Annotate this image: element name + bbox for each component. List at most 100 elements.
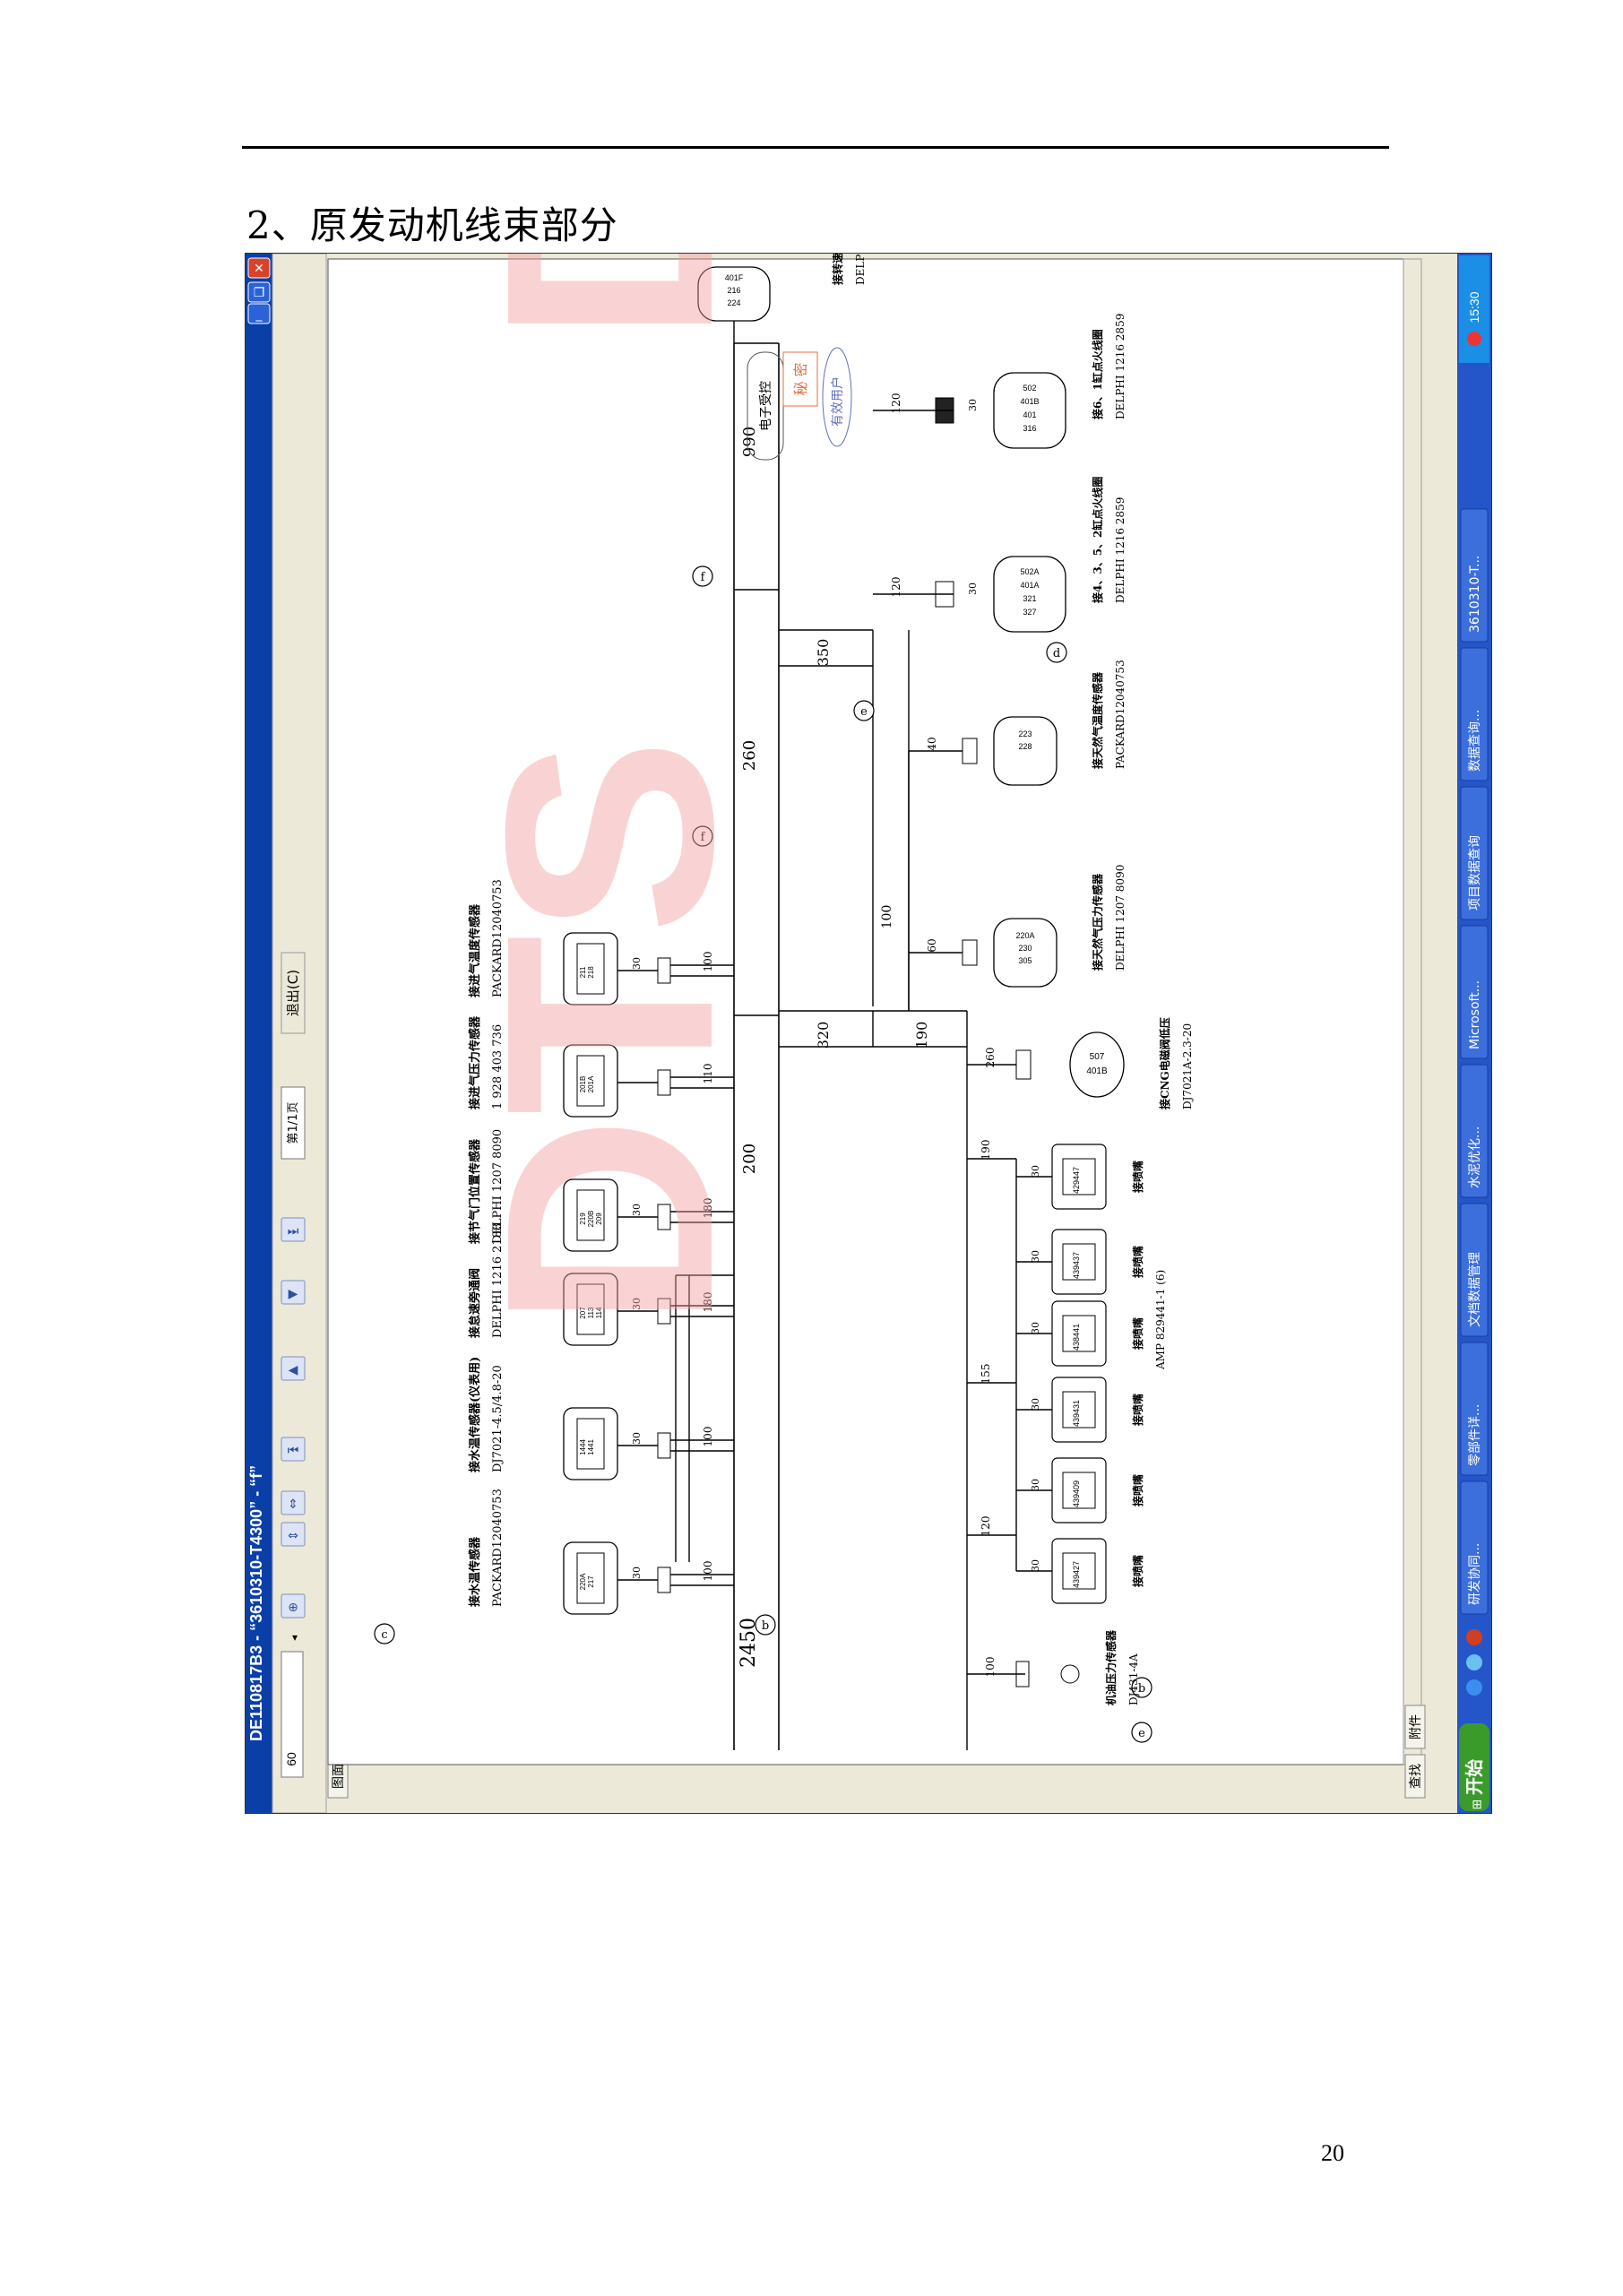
connector-desc: 接喷嘴 [1131, 1474, 1144, 1506]
prev-page-icon-button[interactable] [281, 1356, 306, 1381]
connector-pin-block [1062, 1472, 1096, 1509]
screenshot-frame: DE110817B3 - “3610310-T4300” - “f”✕❐_60▾… [245, 253, 1492, 1814]
zoom-value: 60 [284, 1752, 298, 1766]
connector-pin: 429447 [1072, 1167, 1081, 1194]
connector-body[interactable] [993, 556, 1066, 633]
connector-desc: 接喷嘴 [1131, 1161, 1144, 1193]
connector-speed-sensor[interactable]: 401F216224接转速传感器DELPHI 1211 0293 [697, 254, 867, 322]
taskbar-item[interactable] [1460, 786, 1489, 920]
zoom-dropdown-icon[interactable]: ▾ [292, 1631, 298, 1644]
last-page-icon[interactable]: ⏭ [288, 1224, 299, 1239]
taskbar-item[interactable] [1460, 1203, 1489, 1337]
start-label[interactable]: 开始 [1463, 1759, 1485, 1795]
taskbar-item-label: 研发协同... [1468, 1543, 1482, 1605]
connector-pin: 217 [587, 1575, 595, 1588]
page-number: 20 [1321, 2140, 1344, 2166]
app-icon[interactable] [1466, 1629, 1482, 1645]
browser-icon[interactable] [1466, 1654, 1482, 1670]
zoom-icon[interactable]: ⊕ [288, 1601, 298, 1615]
connector-pin: 230 [1018, 944, 1032, 953]
fit-page-icon-button[interactable] [281, 1490, 306, 1515]
tray-icon[interactable] [1467, 332, 1481, 346]
connector-body[interactable] [993, 716, 1058, 786]
wire-terminal [1015, 1049, 1032, 1080]
next-page-icon-button[interactable] [281, 1280, 306, 1305]
connector-pin: 218 [587, 966, 595, 979]
connector-pin: 401B [1086, 1066, 1108, 1076]
connector-pin: 219 [579, 1213, 587, 1225]
right-tab[interactable] [1404, 1705, 1426, 1749]
connector-pin: 1444 [579, 1439, 587, 1455]
circle-marker [755, 1614, 776, 1636]
connector-pin: 201A [587, 1075, 595, 1092]
wire-length: 120 [890, 577, 902, 598]
exit-button[interactable] [281, 952, 306, 1034]
minimize-button-icon: _ [255, 307, 263, 322]
wire-length: 100 [702, 952, 714, 972]
fit-width-icon[interactable]: ⇔ [288, 1529, 298, 1543]
restore-button-bg[interactable] [247, 281, 271, 303]
wire-length: 60 [926, 938, 938, 952]
close-button-bg[interactable] [247, 257, 271, 279]
connector-pin: 305 [1018, 956, 1032, 965]
next-page-icon[interactable]: ▶ [289, 1287, 298, 1301]
connector-pin: 228 [1018, 742, 1032, 751]
fit-page-icon[interactable]: ⇕ [288, 1498, 298, 1512]
connector-pin-block [576, 1189, 605, 1241]
taskbar-item[interactable] [1460, 1480, 1489, 1615]
zoom-input[interactable] [281, 1651, 304, 1778]
taskbar-item[interactable] [1460, 1342, 1489, 1476]
connector-body[interactable] [1060, 1664, 1080, 1684]
scrollbar[interactable] [1403, 258, 1422, 1765]
connector-desc: 接喷嘴 [1131, 1246, 1144, 1278]
restore-button[interactable]: ❐ [247, 281, 271, 303]
last-page-icon-button[interactable] [281, 1217, 306, 1242]
wire-terminal [962, 738, 978, 764]
fit-width-icon-button[interactable] [281, 1522, 306, 1547]
close-button[interactable]: ✕ [247, 257, 271, 279]
connector-pin-block [1062, 1315, 1096, 1352]
ie-icon[interactable] [1466, 1679, 1482, 1696]
wire-stub-length: 30 [631, 1204, 643, 1216]
taskbar-item[interactable] [1460, 1064, 1489, 1198]
zoom-icon-button[interactable] [281, 1593, 306, 1618]
connector-pin-block [576, 943, 605, 995]
connector-pin: 502 [1023, 384, 1036, 393]
prev-page-icon[interactable]: ◀ [289, 1363, 298, 1377]
taskbar-item[interactable] [1460, 647, 1489, 781]
stamp-line: 有效用户 [830, 376, 845, 427]
wire-terminal [962, 939, 978, 966]
taskbar-item[interactable] [1460, 925, 1489, 1059]
first-page-icon-button[interactable] [281, 1437, 306, 1462]
connector-body[interactable] [1069, 1031, 1125, 1098]
minimize-button[interactable]: _ [247, 303, 271, 324]
start-button[interactable] [1459, 1723, 1489, 1811]
exit-label[interactable]: 退出(C) [285, 970, 301, 1016]
right-tab[interactable] [1404, 1754, 1426, 1799]
circle-marker [1131, 1677, 1153, 1698]
first-page-icon[interactable]: ⏮ [288, 1444, 299, 1458]
connector-body[interactable] [993, 372, 1066, 449]
connector-desc: 接喷嘴 [1131, 1555, 1144, 1587]
taskbar-item[interactable] [1460, 508, 1489, 643]
connector-body[interactable] [993, 918, 1058, 988]
minimize-button-bg[interactable] [247, 303, 271, 324]
